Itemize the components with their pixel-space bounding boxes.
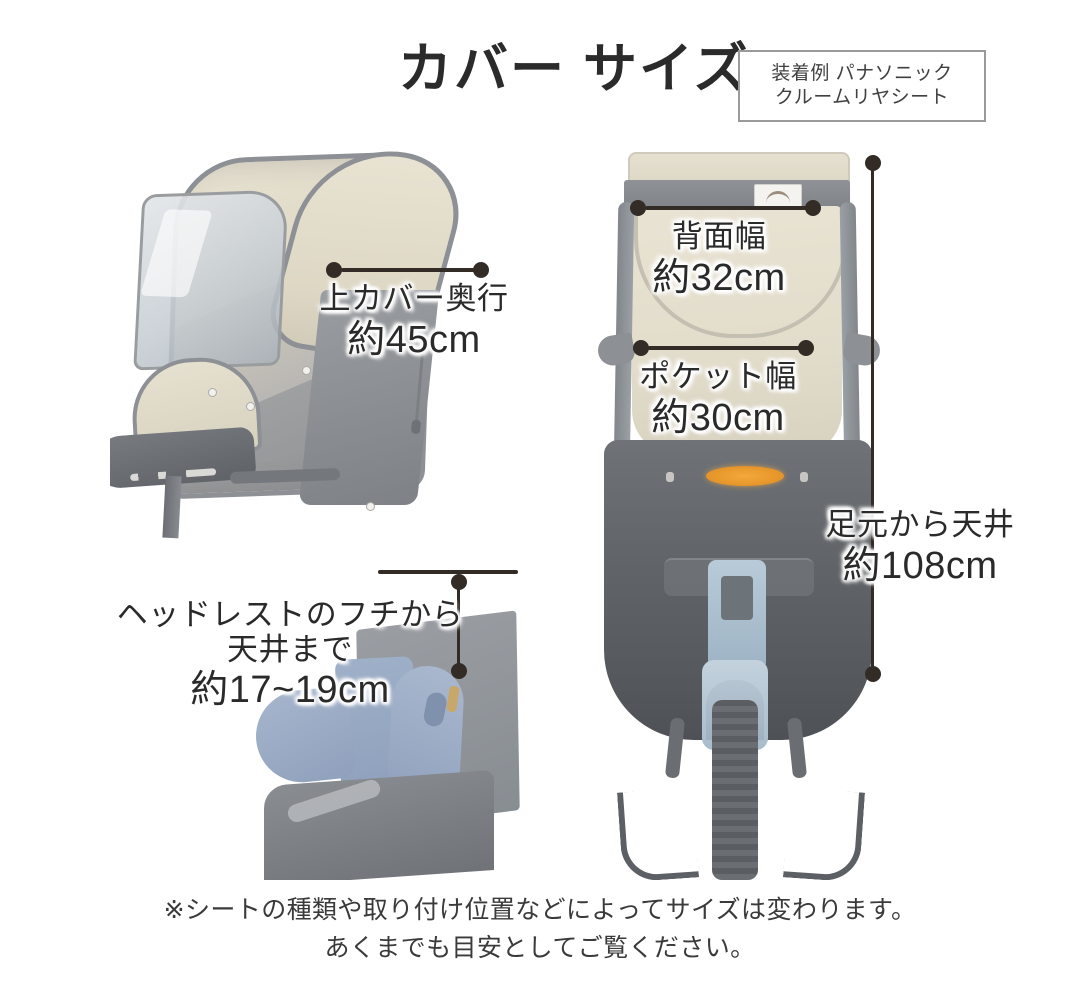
cover-snap <box>366 502 375 511</box>
combi-logo-badge <box>706 466 784 486</box>
page-title: カバー サイズ <box>398 39 750 99</box>
dim-dot-floor-to-ceiling-top <box>865 155 881 171</box>
cover-snap <box>208 388 217 397</box>
dim-label-pocket-width: ポケット幅 約30cm <box>639 359 797 439</box>
example-note-line2: クルームリヤシート <box>774 87 950 108</box>
example-note-box: 装着例 パナソニック クルームリヤシート <box>738 50 986 122</box>
dim-line-back-width <box>645 206 813 210</box>
dim-dot-pocket-width-start <box>633 340 649 356</box>
dim-dot-floor-to-ceiling-bottom <box>865 666 881 682</box>
dim-cap-headrest-to-ceiling <box>378 570 518 574</box>
dim-dot-upper-cover-depth-end <box>473 262 489 278</box>
seat-bolt <box>666 472 674 482</box>
dim-dot-upper-cover-depth-start <box>326 262 342 278</box>
dim-dot-back-width-start <box>630 200 646 216</box>
dim-dot-headrest-to-ceiling-bottom <box>451 663 467 679</box>
dim-label-headrest-to-ceiling: ヘッドレストのフチから 天井まで 約17~19cm <box>116 597 464 712</box>
kickstand-leg-left <box>616 787 700 880</box>
dim-line-floor-to-ceiling <box>871 162 874 674</box>
dim-line-headrest-to-ceiling <box>457 574 460 672</box>
brand-tag-patch <box>754 184 802 208</box>
photo-rain-cover-side-view <box>110 140 510 540</box>
footnote: ※シートの種類や取り付け位置などによってサイズは変わります。 あくまでも目安とし… <box>0 892 1080 967</box>
cover-snap <box>246 402 255 411</box>
kickstand-leg-right <box>782 787 866 880</box>
dim-label-floor-to-ceiling: 足元から天井 約108cm <box>825 507 1015 587</box>
example-note-line1: 装着例 パナソニック <box>771 62 953 84</box>
seat-bolt <box>800 472 808 482</box>
photo-rain-cover-rear-view <box>590 140 890 880</box>
dim-dot-headrest-to-ceiling-top <box>451 574 467 590</box>
cover-clear-window <box>133 189 289 371</box>
dim-dot-pocket-width-end <box>798 340 814 356</box>
dim-dot-back-width-end <box>805 200 821 216</box>
dim-line-pocket-width <box>648 346 806 350</box>
dim-line-upper-cover-depth <box>341 268 481 272</box>
cover-snap <box>302 366 311 375</box>
rear-tire <box>712 700 758 880</box>
bicycle-seat-tube <box>708 560 766 670</box>
dim-label-upper-cover-depth: 上カバー奥行 約45cm <box>319 281 509 361</box>
footnote-line1: ※シートの種類や取り付け位置などによってサイズは変わります。 <box>163 896 917 924</box>
seat-post <box>162 475 182 539</box>
footnote-line2: あくまでも目安としてご覧ください。 <box>324 933 756 962</box>
dim-label-back-width: 背面幅 約32cm <box>652 219 786 299</box>
